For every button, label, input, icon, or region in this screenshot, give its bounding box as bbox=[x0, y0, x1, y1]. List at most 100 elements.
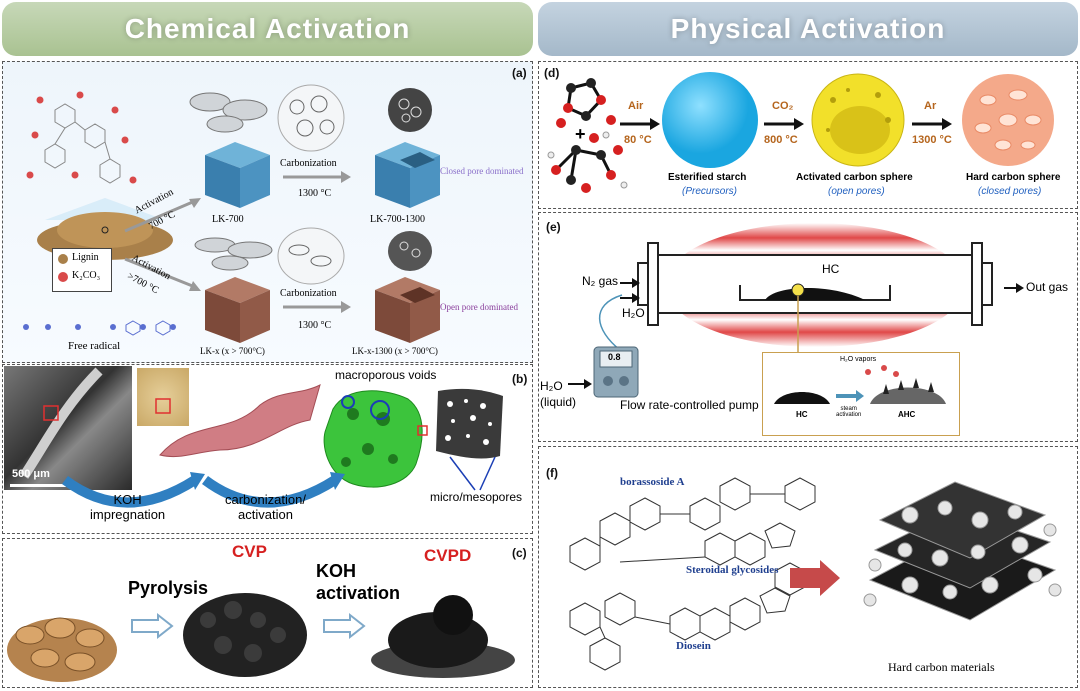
plus-sign: + bbox=[575, 124, 586, 144]
lk700-cube bbox=[205, 142, 270, 208]
blue-process-arrows bbox=[62, 472, 345, 508]
air-temp-label: 80 °C bbox=[624, 134, 652, 146]
lkx-label: LK-x (x > 700°C) bbox=[200, 346, 265, 356]
pump-label: Flow rate-controlled pump bbox=[620, 398, 759, 412]
hc-inset-mound bbox=[774, 392, 830, 404]
air-label: Air bbox=[628, 100, 644, 112]
vapors-label: H₂O vapors bbox=[840, 356, 877, 363]
lignin-molecule-structure bbox=[26, 91, 137, 184]
ar-label: Ar bbox=[924, 100, 937, 112]
shells-photo bbox=[7, 617, 117, 682]
steroidal-glycoside-structures bbox=[569, 477, 816, 671]
hard-carbon-label: Hard carbon materials bbox=[888, 660, 995, 674]
pyrolysis-arrow bbox=[131, 612, 174, 640]
co2-label: CO₂ bbox=[772, 100, 794, 112]
sem-scale-label: 500 μm bbox=[12, 468, 50, 480]
arrow-air bbox=[620, 118, 660, 130]
activated-sphere-label: Activated carbon sphere bbox=[796, 172, 913, 183]
lk700-1300-particle bbox=[388, 88, 432, 132]
cvpd-powder-pile bbox=[371, 595, 515, 678]
ar-temp-label: 1300 °C bbox=[912, 134, 952, 146]
panel-d-label: (d) bbox=[544, 66, 560, 80]
water-molecules bbox=[865, 365, 899, 377]
steam-activation-label: steam activation bbox=[836, 406, 862, 418]
free-radical-label: Free radical bbox=[68, 340, 121, 352]
precursors-label: (Precursors) bbox=[682, 186, 738, 197]
carbonization-arrow-top bbox=[283, 171, 351, 183]
pyrolysis-label: Pyrolysis bbox=[128, 578, 209, 598]
activation-arrow-top bbox=[124, 198, 201, 233]
esterified-starch-sphere bbox=[662, 72, 758, 168]
lkx-1300-label: LK-x-1300 (x > 700°C) bbox=[352, 346, 438, 356]
c1300-label-top: 1300 °C bbox=[298, 188, 332, 199]
cvp-char-pile bbox=[183, 593, 307, 677]
panel-c-label: (c) bbox=[512, 546, 527, 560]
open-pores-label: (open pores) bbox=[828, 186, 885, 197]
fiber-photo-marker bbox=[155, 398, 171, 414]
red-carbon-sheet bbox=[159, 384, 321, 458]
h2o-liquid-label: H₂O (liquid) bbox=[540, 379, 577, 409]
tube-furnace bbox=[637, 223, 993, 353]
lkx-flakes bbox=[194, 237, 273, 271]
process-arrow bbox=[790, 560, 840, 596]
pump-inlet-arrow bbox=[568, 379, 592, 389]
flow-pump bbox=[593, 346, 639, 398]
hard-carbon-sphere bbox=[962, 74, 1054, 166]
cvp-label: CVP bbox=[232, 542, 267, 561]
pore-bubble-top bbox=[277, 84, 345, 152]
steam-activation-arrow bbox=[836, 390, 864, 402]
out-gas-label: Out gas bbox=[1026, 280, 1069, 294]
activated-carbon-sphere bbox=[811, 73, 905, 167]
lk700-flakes bbox=[189, 92, 268, 133]
carbonization-label-bottom: Carbonization bbox=[280, 288, 337, 299]
free-radical-icons bbox=[23, 320, 176, 336]
arrow-co2 bbox=[764, 118, 804, 130]
panel-a-label: (a) bbox=[512, 66, 527, 80]
hard-sphere-label: Hard carbon sphere bbox=[966, 172, 1061, 183]
macroporous-label: macroporous voids bbox=[335, 368, 437, 382]
lignin-icon bbox=[58, 254, 68, 264]
koh-impregnation-label: KOH impregnation bbox=[90, 492, 166, 522]
diosein-label: Diosein bbox=[676, 640, 711, 652]
hard-carbon-layers bbox=[863, 481, 1062, 621]
pore-bubble-bottom bbox=[277, 227, 345, 285]
legend-k2co3-label: K₂CO₃ bbox=[72, 270, 101, 281]
green-porous-blob bbox=[323, 390, 428, 488]
pump-reading: 0.8 bbox=[608, 352, 621, 362]
activation-arrow bbox=[323, 612, 366, 640]
porous-sheet bbox=[436, 388, 503, 459]
out-gas-arrow bbox=[1004, 283, 1024, 293]
h2o-inlet-arrow bbox=[620, 293, 640, 303]
h2o-label: H₂O bbox=[622, 306, 645, 320]
closed-pores-label: (closed pores) bbox=[978, 186, 1042, 197]
carbonization-arrow-bottom bbox=[283, 301, 351, 313]
arrow-ar bbox=[912, 118, 952, 130]
fiber-photo bbox=[137, 368, 189, 426]
borassoside-label: borassoside A bbox=[620, 476, 685, 488]
lkx-1300-particle bbox=[388, 231, 432, 271]
micro-meso-pointers bbox=[449, 456, 496, 491]
steroidal-label: Steroidal glycosides bbox=[686, 564, 779, 576]
panel-b-label: (b) bbox=[512, 372, 528, 386]
c1300-label-bottom: 1300 °C bbox=[298, 320, 332, 331]
physical-activation-header: Physical Activation bbox=[538, 2, 1078, 56]
ahc-inset-mound bbox=[870, 378, 946, 404]
lk700-1300-label: LK-700-1300 bbox=[370, 214, 425, 225]
sem-fiber bbox=[19, 367, 103, 479]
carbonization-label-top: Carbonization bbox=[280, 158, 337, 169]
open-pore-label: Open pore dominated bbox=[440, 302, 518, 312]
lk700-label: LK-700 bbox=[212, 214, 244, 225]
lk700-1300-cube bbox=[375, 142, 440, 208]
panel-f-label: (f) bbox=[546, 466, 558, 480]
furanone-molecule bbox=[556, 78, 616, 128]
micro-meso-label: micro/mesopores bbox=[430, 490, 523, 504]
chemical-activation-header: Chemical Activation bbox=[2, 2, 533, 56]
esterified-starch-label: Esterified starch bbox=[668, 172, 747, 183]
carbonization-activation-label: carbonization/ activation bbox=[225, 492, 306, 522]
k2co3-icon bbox=[58, 272, 68, 282]
panel-e-label: (e) bbox=[546, 220, 561, 234]
n2-inlet-arrow bbox=[620, 278, 640, 288]
n2-gas-label: N₂ gas bbox=[582, 274, 619, 288]
glucose-molecule bbox=[547, 131, 628, 193]
inset-hc-label: HC bbox=[796, 410, 808, 419]
